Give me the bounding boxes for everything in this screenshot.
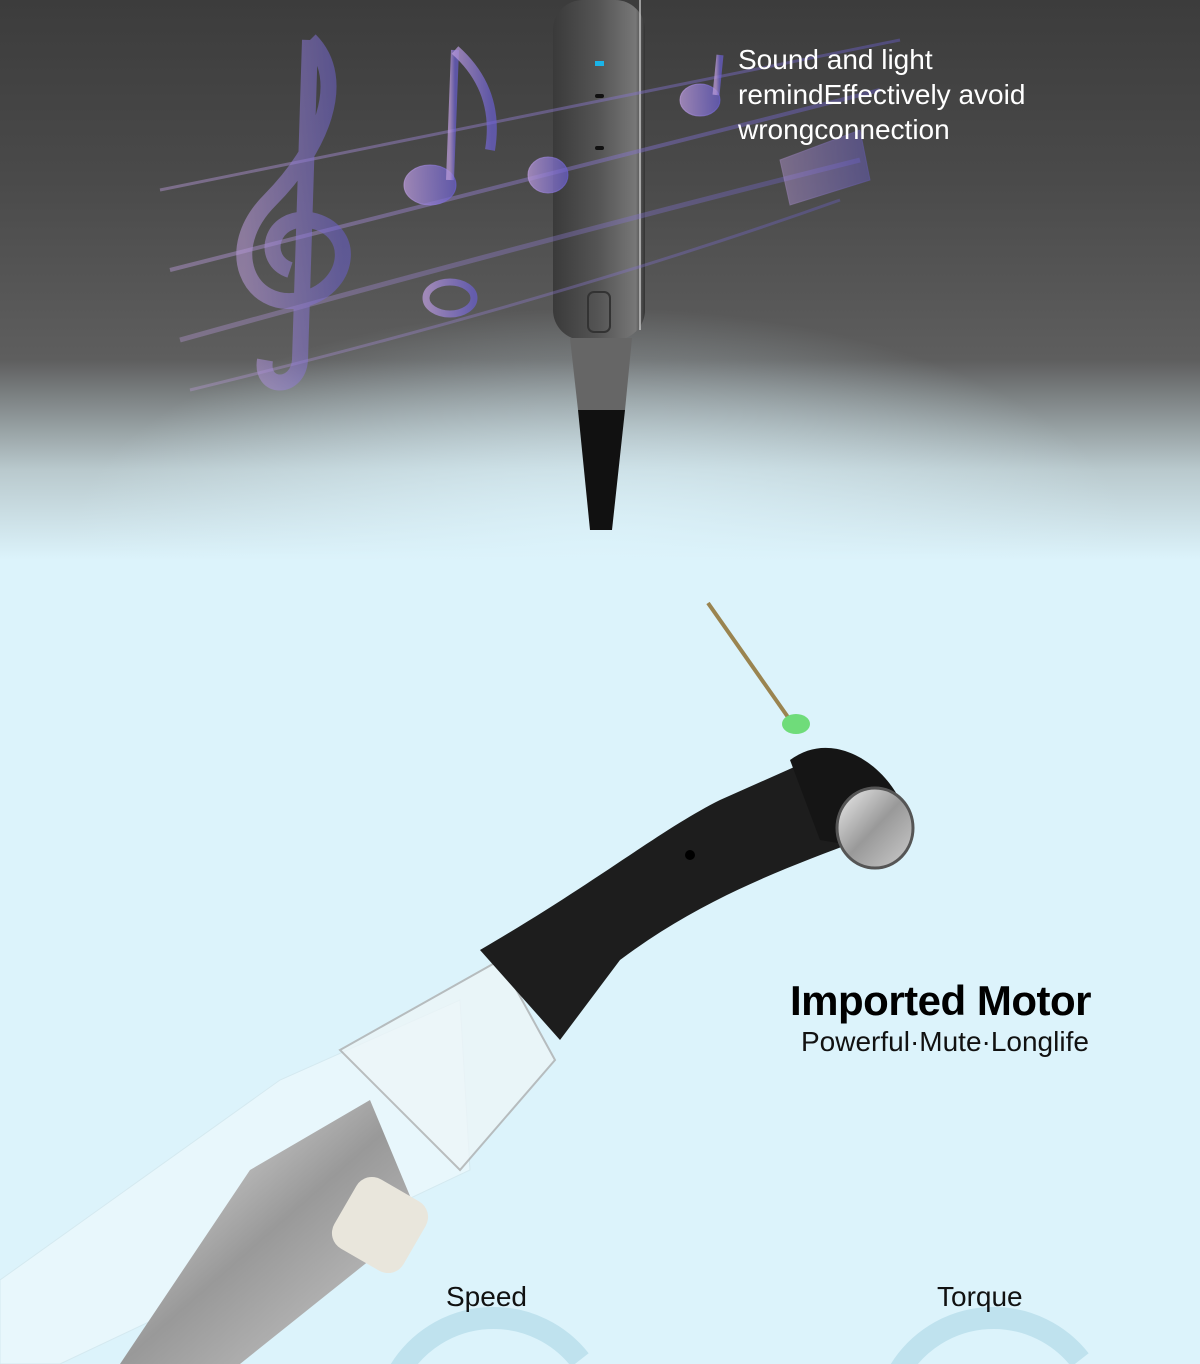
speed-gauge-arc	[390, 1306, 589, 1364]
indicator-light	[595, 61, 604, 66]
motor-title: Imported Motor	[790, 977, 1091, 1024]
caption-line: Sound and light	[738, 44, 933, 75]
contra-angle-handpiece	[0, 601, 915, 1364]
gauge-arcs	[390, 1306, 1089, 1364]
speed-label: Speed	[446, 1281, 527, 1312]
music-notes-graphic	[159, 34, 901, 392]
sound-light-caption: Sound and light remindEffectively avoid …	[738, 42, 1098, 147]
torque-label: Torque	[937, 1281, 1023, 1312]
apex-device	[553, 0, 645, 530]
torque-gauge-arc	[890, 1306, 1089, 1364]
caption-line: wrongconnection	[738, 114, 950, 145]
caption-line: remindEffectively avoid	[738, 79, 1026, 110]
motor-subtitle: Powerful·Mute·Longlife	[801, 1026, 1089, 1057]
